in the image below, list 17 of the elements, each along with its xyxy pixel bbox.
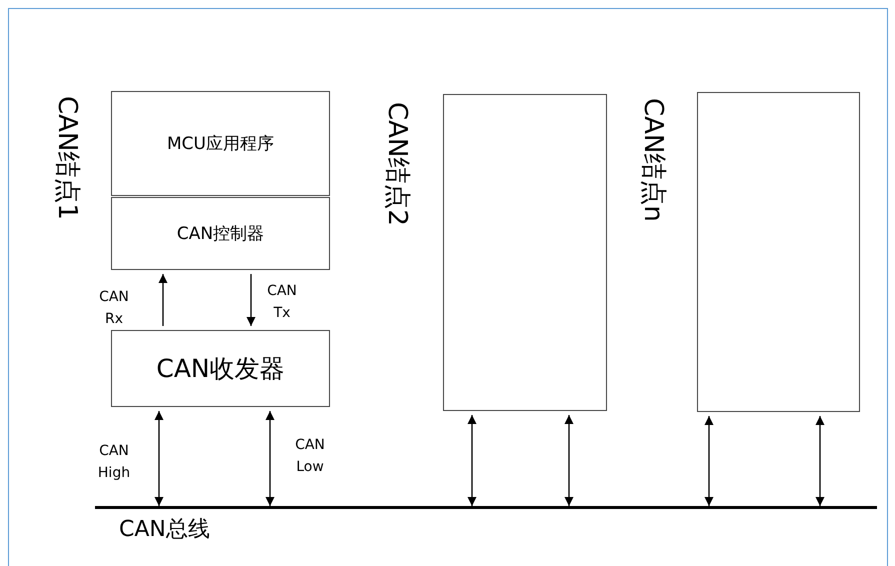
bus-label: CAN总线 [119,516,210,544]
controller-box: CAN控制器 [111,197,330,270]
node-title: CAN结点2 [382,102,412,226]
double-arrow [154,411,164,506]
mcu-box: MCU应用程序 [111,91,330,196]
arrow [246,274,256,326]
double-arrow [468,415,476,506]
node-box [443,94,607,411]
double-arrow [816,416,824,506]
double-arrow [704,416,714,506]
node-title: CAN结点1 [52,96,82,220]
double-arrow [564,415,574,506]
node-title: CAN结点n [638,98,668,222]
double-arrow [266,411,274,506]
transceiver-box: CAN收发器 [111,330,330,407]
arrow [158,274,168,326]
node-box [697,92,860,412]
